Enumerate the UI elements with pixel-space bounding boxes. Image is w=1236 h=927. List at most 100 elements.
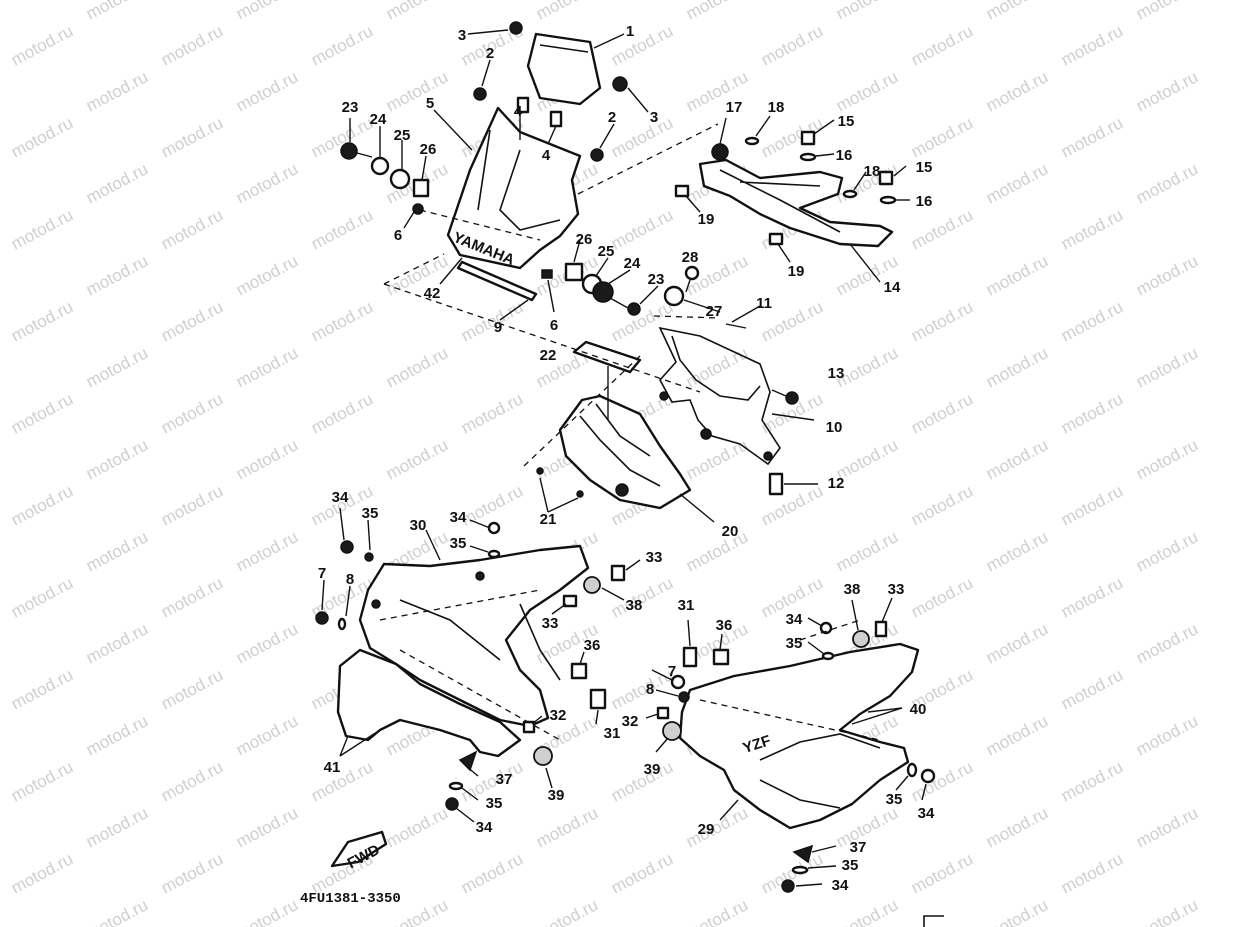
watermark-text: motod.ru — [833, 527, 901, 575]
watermark-text: motod.ru — [758, 481, 826, 529]
watermark-text: motod.ru — [83, 895, 151, 927]
watermark-text: motod.ru — [983, 343, 1051, 391]
watermark-text: motod.ru — [983, 0, 1051, 24]
part-headlight-panel — [558, 394, 692, 510]
part-label: 34 — [332, 489, 349, 506]
part-cowling-30 — [358, 544, 590, 728]
grommet-4b — [549, 110, 563, 128]
watermark-text: motod.ru — [1133, 67, 1201, 115]
screw-34e — [920, 768, 936, 784]
watermark-text: motod.ru — [158, 205, 226, 253]
part-windshield — [446, 106, 582, 270]
washer-8a — [337, 617, 347, 631]
part-label: 15 — [838, 113, 855, 130]
watermark-text: motod.ru — [608, 113, 676, 161]
part-label: 1 — [626, 23, 634, 40]
part-label: 18 — [768, 99, 785, 116]
watermark-text: motod.ru — [0, 803, 1, 851]
watermark-text: motod.ru — [983, 619, 1051, 667]
watermark-text: motod.ru — [233, 619, 301, 667]
watermark-text: motod.ru — [983, 711, 1051, 759]
part-label: 33 — [888, 581, 905, 598]
watermark-text: motod.ru — [458, 389, 526, 437]
watermark-text: motod.ru — [908, 849, 976, 897]
watermark-text: motod.ru — [983, 803, 1051, 851]
watermark-text: motod.ru — [83, 711, 151, 759]
part-strip-42 — [456, 260, 538, 302]
watermark-text: motod.ru — [1058, 481, 1126, 529]
watermark-text: motod.ru — [8, 481, 76, 529]
washer-35e — [906, 762, 918, 778]
watermark-text: motod.ru — [1058, 21, 1126, 69]
watermark-text: motod.ru — [308, 205, 376, 253]
watermark-text: motod.ru — [1058, 849, 1126, 897]
part-label: 33 — [542, 615, 559, 632]
part-label: 18 — [864, 163, 881, 180]
washer-18b — [842, 189, 858, 199]
watermark-text: motod.ru — [1058, 205, 1126, 253]
part-label: 42 — [424, 285, 441, 302]
watermark-text: motod.ru — [0, 711, 1, 759]
watermark-text: motod.ru — [233, 0, 301, 24]
watermark-text: motod.ru — [1058, 113, 1126, 161]
watermark-text: motod.ru — [383, 803, 451, 851]
watermark-text: motod.ru — [683, 895, 751, 927]
watermark-text: motod.ru — [8, 389, 76, 437]
watermark-text: motod.ru — [683, 803, 751, 851]
part-label: 12 — [828, 475, 845, 492]
watermark-text: motod.ru — [83, 527, 151, 575]
nut-17 — [711, 143, 729, 161]
watermark-text: motod.ru — [83, 619, 151, 667]
part-label: 31 — [604, 725, 621, 742]
part-label: 7 — [668, 663, 676, 680]
part-label: 9 — [494, 319, 502, 336]
part-label: 17 — [726, 99, 743, 116]
watermark-text: motod.ru — [8, 205, 76, 253]
watermark-text: motod.ru — [758, 113, 826, 161]
watermark-text: motod.ru — [608, 849, 676, 897]
part-label: 35 — [886, 791, 903, 808]
nut-33b — [562, 594, 578, 608]
screw-34c — [445, 797, 459, 811]
watermark-text: motod.ru — [908, 21, 976, 69]
part-windshield-top — [526, 32, 602, 106]
part-label: 3 — [650, 109, 658, 126]
watermark-text: motod.ru — [8, 849, 76, 897]
bolt-13 — [785, 391, 799, 405]
watermark-text: motod.ru — [683, 0, 751, 24]
part-label: 19 — [698, 211, 715, 228]
part-label: 39 — [548, 787, 565, 804]
watermark-text: motod.ru — [158, 389, 226, 437]
part-label: 23 — [648, 271, 665, 288]
clip-6b — [541, 269, 553, 279]
watermark-text: motod.ru — [383, 435, 451, 483]
screw-34a — [340, 540, 354, 554]
watermark-text: motod.ru — [1133, 619, 1201, 667]
part-label: 35 — [786, 635, 803, 652]
watermark-text: motod.ru — [233, 527, 301, 575]
part-label: 6 — [394, 227, 402, 244]
watermark-text: motod.ru — [233, 895, 301, 927]
watermark-text: motod.ru — [1058, 757, 1126, 805]
part-label: 25 — [598, 243, 615, 260]
part-label: 38 — [844, 581, 861, 598]
screw-7a — [315, 611, 329, 625]
washer-16b — [879, 195, 897, 205]
part-label: 15 — [916, 159, 933, 176]
bolt-23a — [340, 142, 358, 160]
watermark-text: motod.ru — [608, 297, 676, 345]
part-label: 28 — [682, 249, 699, 266]
watermark-text: motod.ru — [458, 849, 526, 897]
part-label: 4 — [542, 147, 551, 164]
watermark-text: motod.ru — [158, 297, 226, 345]
watermark-text: motod.ru — [0, 435, 1, 483]
screw-7b — [670, 674, 686, 690]
part-label: 24 — [624, 255, 641, 272]
part-label: 4 — [514, 103, 523, 120]
part-label: 14 — [884, 279, 901, 296]
watermark-text: motod.ru — [683, 435, 751, 483]
watermark-text: motod.ru — [8, 113, 76, 161]
watermark-text: motod.ru — [983, 895, 1051, 927]
diagram-code: 4FU1381-3350 — [300, 891, 401, 907]
part-label: 16 — [836, 147, 853, 164]
